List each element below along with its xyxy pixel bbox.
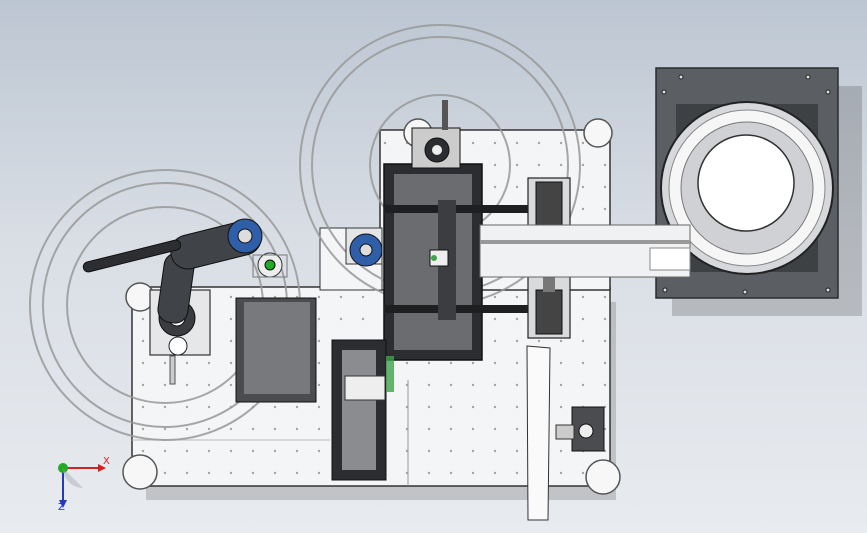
leveling-feet [122,118,621,495]
conveyor-track [479,224,691,278]
scara-robot [82,218,263,385]
axis-triad [58,463,106,508]
discharge-chute [526,345,605,521]
hopper-bowl-center [697,134,795,232]
rotary-actuator [252,227,383,278]
lower-conveyor [331,339,394,481]
center-gantry [383,100,564,361]
axis-z-label: Z [58,502,65,513]
parts-tray [235,297,317,403]
axis-x-label: X [103,456,110,467]
hopper-assembly [655,67,862,316]
